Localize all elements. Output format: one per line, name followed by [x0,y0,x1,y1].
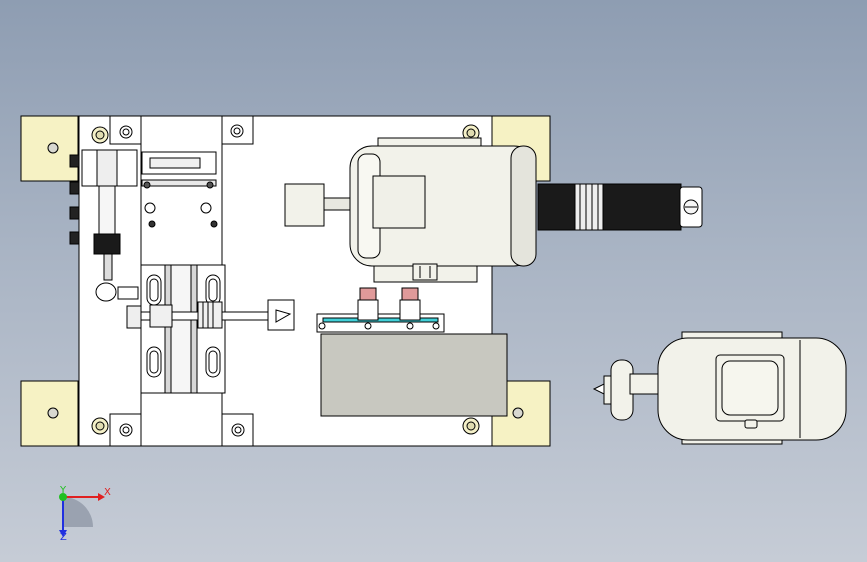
side-view-motor[interactable] [592,331,847,445]
bottom-block-right[interactable] [221,413,254,447]
sensor-bracket[interactable] [141,151,218,228]
z-axis-label: Z [60,532,67,543]
corner-pad-bottom-left[interactable] [20,380,79,447]
x-axis-label: X [104,487,111,498]
cover-box[interactable] [320,333,508,417]
top-block-left[interactable] [109,115,142,145]
sensor-rail[interactable] [316,287,445,333]
y-axis-label: Y [60,485,67,496]
slotted-guide-plate[interactable] [140,264,226,394]
stepper-motor-icon[interactable] [537,183,703,231]
axis-triad-icon [59,493,105,537]
motor-icon[interactable] [284,137,537,283]
corner-pad-top-left[interactable] [20,115,79,182]
shaft-assembly[interactable] [117,286,295,331]
screw-holes[interactable] [91,124,480,437]
pneumatic-fittings[interactable] [69,154,80,245]
bottom-block-left[interactable] [109,413,142,447]
top-block-right[interactable] [221,115,254,145]
pneumatic-cylinder-icon[interactable] [81,149,138,302]
